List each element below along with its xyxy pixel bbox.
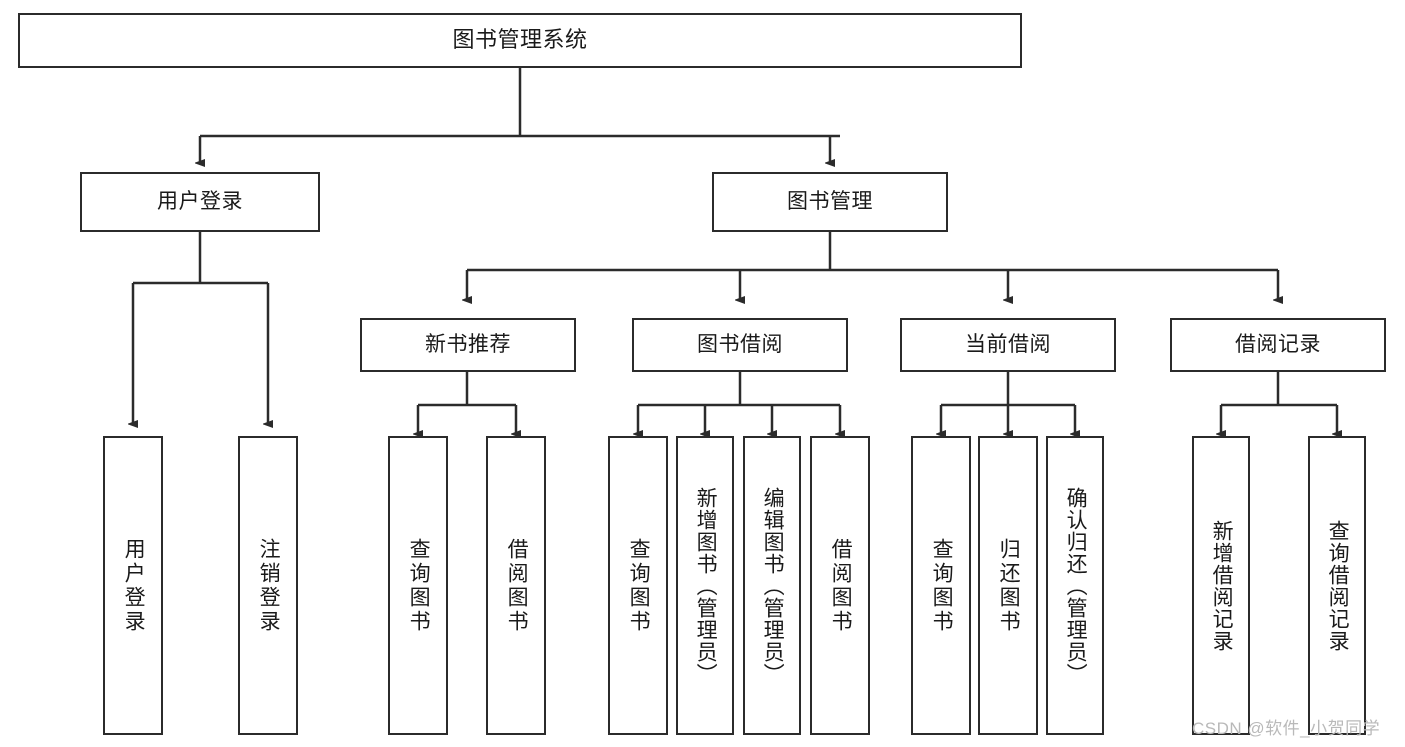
node-root-system[interactable]: 图书管理系统 [18,13,1022,68]
leaf-current-return-book[interactable]: 归还图书 [978,436,1038,735]
leaf-logout[interactable]: 注销登录 [238,436,298,735]
node-book-management[interactable]: 图书管理 [712,172,948,232]
node-new-book-recommend[interactable]: 新书推荐 [360,318,576,372]
leaf-borrow-edit-book-admin[interactable]: 编辑图书（管理员） [743,436,801,735]
leaf-records-query-record[interactable]: 查询借阅记录 [1308,436,1366,735]
leaf-new-book-query[interactable]: 查询图书 [388,436,448,735]
node-borrow-records[interactable]: 借阅记录 [1170,318,1386,372]
node-current-borrow[interactable]: 当前借阅 [900,318,1116,372]
leaf-records-add-record[interactable]: 新增借阅记录 [1192,436,1250,735]
leaf-current-confirm-return-admin[interactable]: 确认归还（管理员） [1046,436,1104,735]
leaf-current-query-book[interactable]: 查询图书 [911,436,971,735]
leaf-borrow-query-book[interactable]: 查询图书 [608,436,668,735]
node-book-borrow[interactable]: 图书借阅 [632,318,848,372]
leaf-user-login[interactable]: 用户登录 [103,436,163,735]
node-user-login[interactable]: 用户登录 [80,172,320,232]
leaf-new-book-borrow[interactable]: 借阅图书 [486,436,546,735]
leaf-borrow-add-book-admin[interactable]: 新增图书（管理员） [676,436,734,735]
watermark-text: CSDN @软件_小贺同学 [1192,719,1381,738]
leaf-borrow-borrow-book[interactable]: 借阅图书 [810,436,870,735]
